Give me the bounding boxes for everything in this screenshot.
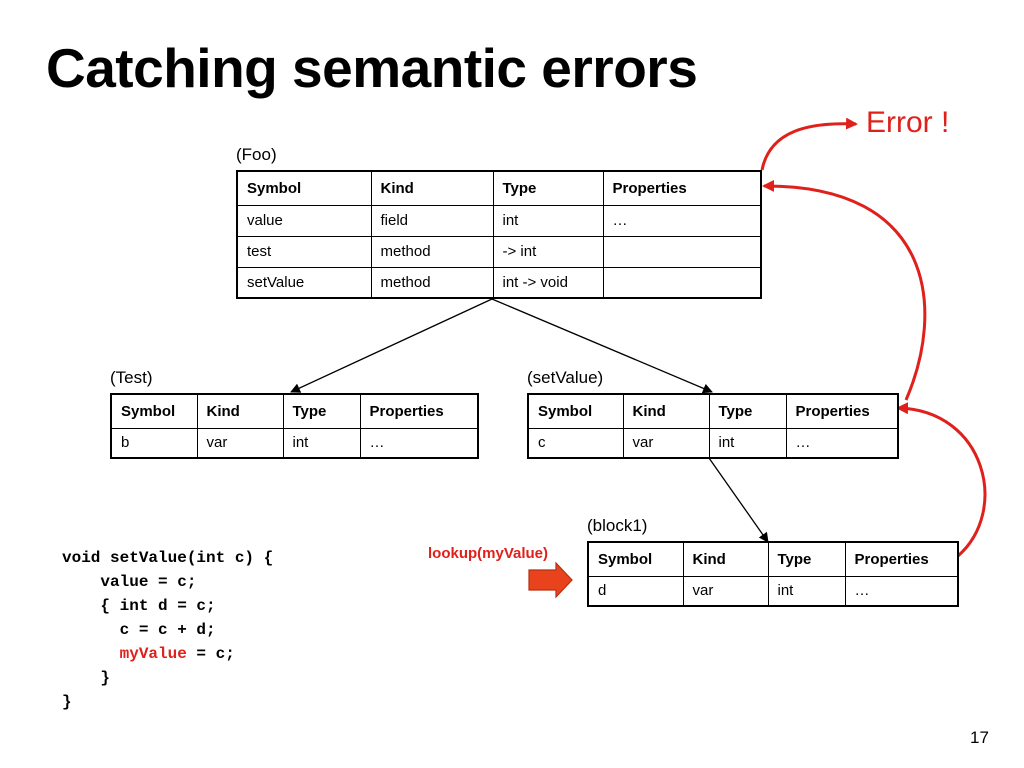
lookup-arc-setvalue-to-foo (762, 179, 927, 401)
table-header-row: Symbol Kind Type Properties (587, 541, 959, 577)
symbol-table-block1: Symbol Kind Type Properties d var int … (587, 541, 959, 607)
cell-kind: method (370, 235, 494, 268)
cell-symbol: value (236, 204, 372, 237)
table-header-row: Symbol Kind Type Properties (527, 393, 899, 429)
cell-symbol: d (587, 575, 684, 607)
table-row: b var int … (110, 427, 479, 459)
column-header-properties: Properties (602, 170, 762, 206)
edge-foo-setvalue (491, 298, 713, 394)
column-header-symbol: Symbol (527, 393, 624, 429)
lookup-label: lookup(myValue) (428, 545, 549, 562)
cell-kind: method (370, 266, 494, 299)
column-header-kind: Kind (196, 393, 284, 429)
cell-symbol: test (236, 235, 372, 268)
code-highlight-myvalue: myValue (119, 645, 187, 663)
lookup-arc-block1-to-setvalue (896, 402, 987, 558)
cell-type: int -> void (492, 266, 604, 299)
error-label: Error ! (866, 106, 950, 139)
cell-properties: … (602, 204, 762, 237)
table-row: value field int … (236, 204, 762, 237)
cell-type: -> int (492, 235, 604, 268)
cell-properties: … (844, 575, 959, 607)
column-header-type: Type (767, 541, 846, 577)
symbol-table-foo: Symbol Kind Type Properties value field … (236, 170, 762, 299)
lookup-arrow-icon (528, 561, 573, 599)
column-header-kind: Kind (622, 393, 710, 429)
cell-type: int (767, 575, 846, 607)
table-row: d var int … (587, 575, 959, 607)
symbol-table-test: Symbol Kind Type Properties b var int … (110, 393, 479, 459)
table-header-row: Symbol Kind Type Properties (236, 170, 762, 206)
edge-foo-test (290, 298, 493, 393)
code-line: c = c + d; (62, 621, 216, 639)
code-line: } (62, 669, 111, 687)
scope-label-foo: (Foo) (236, 145, 277, 164)
table-row: setValue method int -> void (236, 266, 762, 299)
column-header-symbol: Symbol (236, 170, 372, 206)
page-number: 17 (970, 728, 989, 747)
code-line (62, 645, 120, 663)
column-header-type: Type (282, 393, 361, 429)
cell-type: int (492, 204, 604, 237)
cell-kind: var (622, 427, 710, 459)
lookup-arc-foo-to-error (760, 117, 858, 171)
code-listing: void setValue(int c) { value = c; { int … (62, 546, 273, 714)
code-line-rest: = c; (186, 645, 235, 663)
column-header-kind: Kind (682, 541, 769, 577)
cell-symbol: setValue (236, 266, 372, 299)
column-header-properties: Properties (785, 393, 899, 429)
cell-kind: var (196, 427, 284, 459)
column-header-type: Type (708, 393, 787, 429)
column-header-type: Type (492, 170, 604, 206)
table-row: test method -> int (236, 235, 762, 268)
cell-properties (602, 235, 762, 268)
code-line: { int d = c; (62, 597, 216, 615)
cell-symbol: b (110, 427, 198, 459)
scope-label-test: (Test) (110, 368, 153, 387)
column-header-kind: Kind (370, 170, 494, 206)
slide-title: Catching semantic errors (46, 37, 698, 99)
code-line: value = c; (62, 573, 197, 591)
table-row: c var int … (527, 427, 899, 459)
cell-kind: var (682, 575, 769, 607)
cell-type: int (708, 427, 787, 459)
cell-kind: field (370, 204, 494, 237)
scope-label-block1: (block1) (587, 516, 648, 535)
cell-properties (602, 266, 762, 299)
column-header-properties: Properties (359, 393, 479, 429)
symbol-table-setvalue: Symbol Kind Type Properties c var int … (527, 393, 899, 459)
cell-properties: … (785, 427, 899, 459)
code-line: } (62, 693, 72, 711)
column-header-symbol: Symbol (587, 541, 684, 577)
edge-setvalue-block1 (708, 457, 769, 543)
column-header-properties: Properties (844, 541, 959, 577)
table-header-row: Symbol Kind Type Properties (110, 393, 479, 429)
cell-properties: … (359, 427, 479, 459)
scope-label-setvalue: (setValue) (527, 368, 604, 387)
column-header-symbol: Symbol (110, 393, 198, 429)
cell-symbol: c (527, 427, 624, 459)
code-line: void setValue(int c) { (62, 549, 274, 567)
cell-type: int (282, 427, 361, 459)
